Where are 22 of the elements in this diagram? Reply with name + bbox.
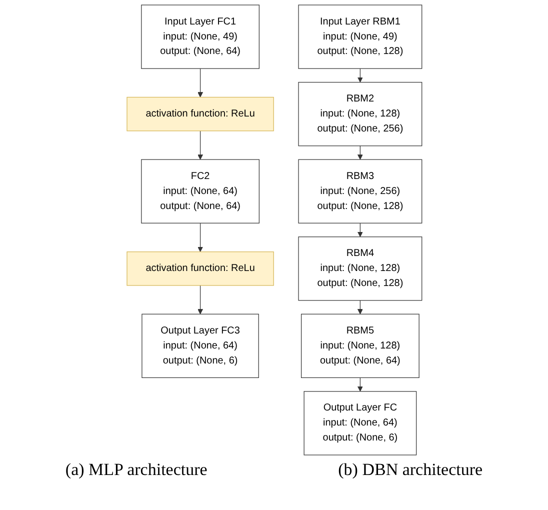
- arrow: [197, 222, 203, 252]
- node-box: Output Layer FC3 input: (None, 64) output: (None, 6): [141, 314, 259, 378]
- node-box: FC2 input: (None, 64) output: (None, 64): [140, 159, 260, 224]
- arrow: [357, 68, 362, 83]
- node-box: Input Layer RBM1 input: (None, 49) output: (None, 128): [298, 4, 422, 69]
- node-box: Output Layer FC input: (None, 64) output: (None, 6): [303, 391, 416, 456]
- node-box: RBM3 input: (None, 256) output: (None, 128): [298, 159, 422, 224]
- arrow: [357, 300, 362, 314]
- node-box: activation function: ReLu: [126, 252, 274, 286]
- node-box: RBM2 input: (None, 128) output: (None, 256): [298, 82, 422, 146]
- node-box: Input Layer FC1 input: (None, 49) output: (None, 64): [140, 4, 260, 69]
- node-box: RBM4 input: (None, 128) output: (None, 128): [298, 236, 422, 301]
- figure-caption: (a) MLP architecture: [65, 460, 208, 480]
- arrow: [357, 377, 362, 392]
- figure-caption: (b) DBN architecture: [338, 460, 483, 480]
- node-box: activation function: ReLu: [126, 96, 274, 132]
- node-box: RBM5 input: (None, 128) output: (None, 64): [300, 314, 419, 378]
- arrow: [357, 146, 362, 160]
- arrow: [197, 68, 203, 98]
- arrow: [197, 285, 203, 314]
- arrow: [357, 222, 362, 238]
- arrow: [197, 130, 203, 160]
